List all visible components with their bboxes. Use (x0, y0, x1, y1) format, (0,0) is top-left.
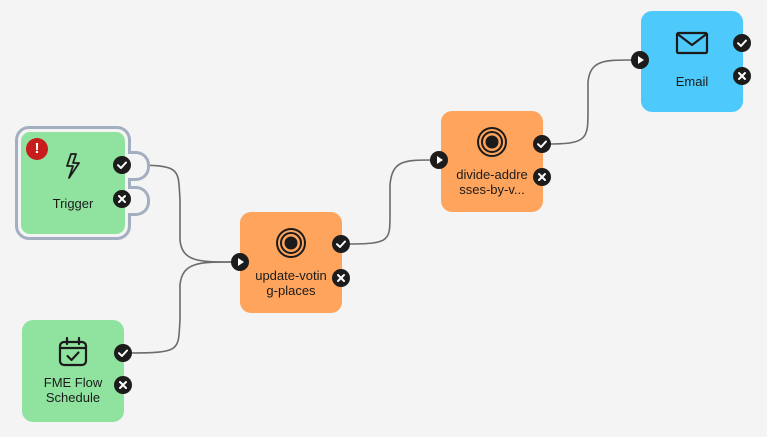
wire-trigger-to-update[interactable] (129, 164, 233, 263)
update-voting-places-label-line1: update-votin (255, 268, 327, 283)
schedule-failure-port[interactable] (114, 376, 132, 394)
schedule-node[interactable]: FME Flow Schedule (22, 320, 124, 422)
wire-update-to-divide[interactable] (348, 159, 433, 245)
divide-addresses-failure-port[interactable] (533, 168, 551, 186)
calendar-check-icon (57, 336, 89, 373)
divide-addresses-success-port[interactable] (533, 135, 551, 153)
play-icon (638, 56, 644, 64)
check-icon (737, 39, 747, 47)
check-icon (537, 140, 547, 148)
trigger-success-port[interactable] (113, 156, 131, 174)
email-node-label: Email (675, 74, 709, 89)
check-icon (118, 349, 128, 357)
divide-addresses-label-line1: divide-addre (456, 167, 528, 182)
email-success-port[interactable] (733, 34, 751, 52)
email-failure-port[interactable] (733, 67, 751, 85)
email-node[interactable]: Email (641, 11, 743, 112)
check-icon (336, 240, 346, 248)
update-voting-places-success-port[interactable] (332, 235, 350, 253)
divide-addresses-input-port[interactable] (430, 151, 448, 169)
schedule-node-label-line1: FME Flow (43, 375, 103, 390)
schedule-success-port[interactable] (114, 344, 132, 362)
email-input-port[interactable] (631, 51, 649, 69)
wire-schedule-to-update[interactable] (129, 261, 233, 354)
envelope-icon (675, 31, 709, 60)
update-voting-places-failure-port[interactable] (332, 269, 350, 287)
check-icon (117, 161, 127, 169)
trigger-failure-port[interactable] (113, 190, 131, 208)
update-voting-places-input-port[interactable] (231, 253, 249, 271)
lightning-icon (62, 152, 84, 185)
update-voting-places-label-line2: g-places (266, 283, 316, 298)
close-icon (337, 274, 345, 282)
play-icon (437, 156, 443, 164)
update-voting-places-node[interactable]: update-votin g-places (240, 212, 342, 313)
close-icon (119, 381, 127, 389)
divide-addresses-node[interactable]: divide-addre sses-by-v... (441, 111, 543, 212)
divide-addresses-label-line2: sses-by-v... (459, 182, 525, 197)
wire-divide-to-email[interactable] (548, 59, 633, 145)
trigger-node-label: Trigger (52, 196, 94, 211)
workspace-target-icon (275, 227, 307, 264)
close-icon (738, 72, 746, 80)
error-badge[interactable]: ! (26, 138, 48, 160)
schedule-node-label-line2: Schedule (45, 390, 101, 405)
close-icon (538, 173, 546, 181)
workspace-target-icon (476, 126, 508, 163)
play-icon (238, 258, 244, 266)
close-icon (118, 195, 126, 203)
